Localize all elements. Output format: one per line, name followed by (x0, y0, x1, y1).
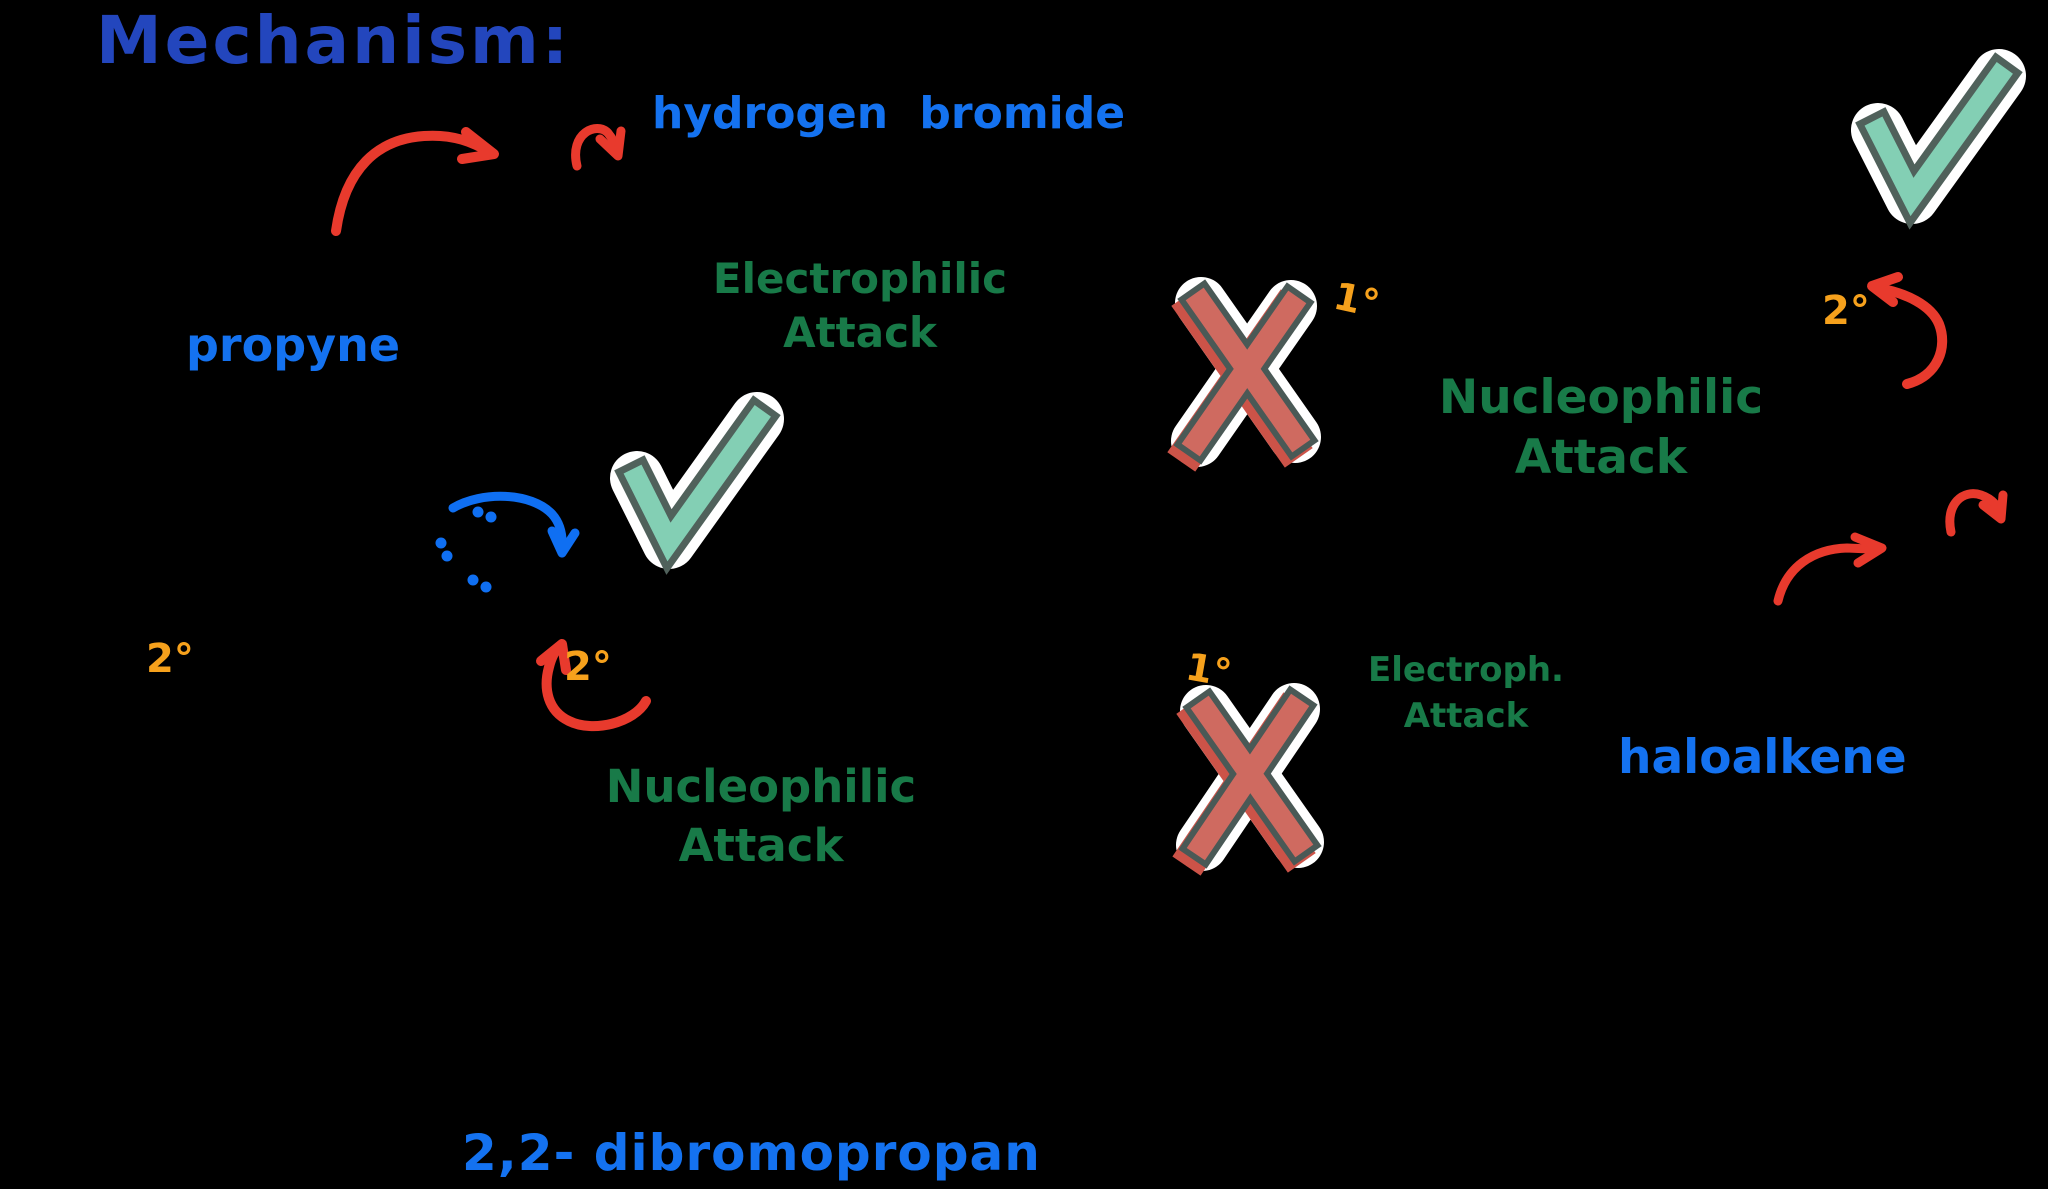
label-hydrogen-bromide: hydrogen bromide (652, 88, 1126, 139)
label-nucleophilic-attack-mid: Nucleophilic Attack (596, 758, 926, 875)
hook-arrow-right-icon (1945, 489, 2008, 537)
curved-arrow-propyne-to-hbr-icon (331, 127, 499, 236)
label-2deg-mid: 2° (564, 644, 612, 690)
electron-pair-dots-icon (435, 506, 497, 593)
curved-arrow-haloalkene-icon (1773, 532, 1887, 606)
label-1deg-top: 1° (1329, 273, 1384, 327)
blue-nucleophile-arrow-icon (435, 491, 580, 593)
label-line: Electrophilic (712, 254, 1008, 303)
label-electroph-attack: Electroph. Attack (1356, 648, 1576, 740)
label-haloalkene: haloalkene (1618, 730, 1907, 785)
page-title: Mechanism: (96, 2, 572, 79)
label-2deg-right: 2° (1822, 288, 1870, 334)
cross-1deg-bottom-icon (1172, 683, 1324, 876)
label-line: Nucleophilic (1438, 370, 1764, 425)
checkmark-top-right-icon (1851, 49, 2026, 230)
label-line: Nucleophilic (605, 760, 917, 813)
checkmark-electrophilic-icon (610, 392, 784, 575)
label-line: Attack (783, 307, 937, 357)
label-1deg-bottom: 1° (1182, 644, 1235, 696)
curved-arrow-2deg-right-icon (1867, 272, 1948, 389)
hook-arrow-hbr-icon (571, 124, 626, 171)
label-propyne: propyne (186, 318, 401, 372)
circular-arrow-2deg-mid-icon (536, 639, 651, 732)
label-electrophilic-attack: Electrophilic Attack (688, 252, 1032, 360)
label-line: Attack (1403, 695, 1529, 736)
label-nucleophilic-attack-right: Nucleophilic Attack (1426, 368, 1776, 488)
label-2deg-left: 2° (146, 636, 194, 682)
label-line: Attack (1514, 430, 1688, 486)
cross-1deg-top-icon (1167, 277, 1321, 472)
label-product: 2,2- dibromopropan (462, 1124, 1041, 1182)
label-line: Attack (678, 818, 844, 872)
label-line: Electroph. (1368, 650, 1564, 690)
